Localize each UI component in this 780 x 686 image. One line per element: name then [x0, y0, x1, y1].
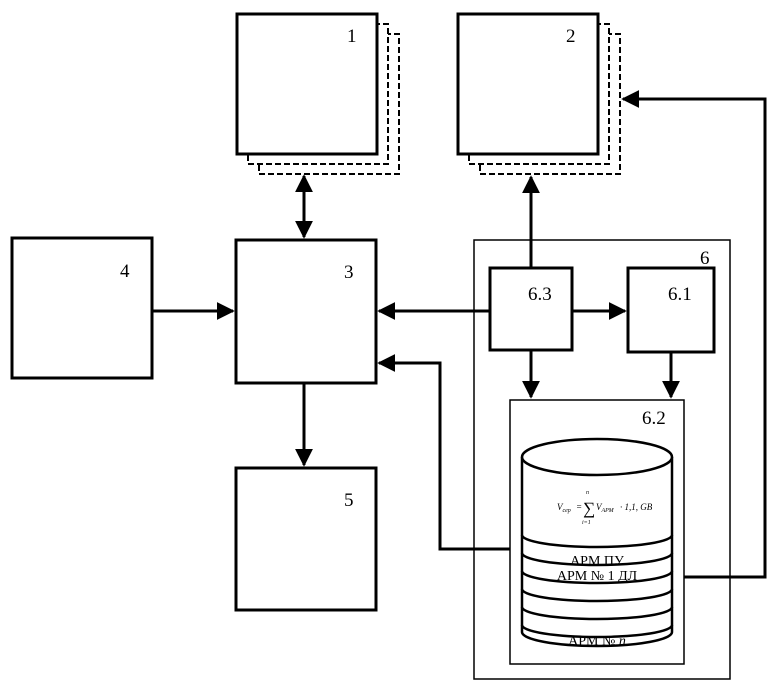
block-6-1-box — [628, 268, 714, 352]
block-1-label: 1 — [347, 26, 357, 47]
block-6-2-label: 6.2 — [642, 408, 666, 429]
block-6-1: 6.1 — [628, 268, 714, 352]
block-3: 3 — [236, 240, 376, 383]
block-1: 1 — [237, 14, 399, 174]
block-6-3-box — [490, 268, 572, 350]
formula-sum-sign: ∑ — [583, 499, 595, 518]
block-5-label: 5 — [344, 490, 354, 511]
arrow-62-3 — [379, 363, 510, 549]
block-4: 4 — [12, 238, 152, 378]
layer-label-last: АРМ № n — [568, 634, 626, 649]
block-2-label: 2 — [566, 26, 576, 47]
block-5-box — [236, 468, 376, 610]
block-2: 2 — [458, 14, 620, 174]
formula-equals: = — [576, 502, 582, 512]
cylinder-top — [522, 439, 672, 475]
block-3-label: 3 — [344, 262, 354, 283]
layer-label-2: АРМ № 1 ДЛ — [557, 569, 638, 584]
layer-label-1: АРМ ПУ — [570, 554, 624, 569]
formula-sum-bottom: i=1 — [582, 520, 591, 526]
formula-sum-top: n — [586, 490, 589, 496]
block-5: 5 — [236, 468, 376, 610]
database-cylinder: Vсер = n ∑ i=1 VАРМ · 1,1, GB АРМ ПУ АРМ… — [522, 439, 672, 649]
block-2-box — [458, 14, 598, 154]
block-4-label: 4 — [120, 261, 130, 282]
cylinder-body — [522, 457, 672, 646]
block-4-box — [12, 238, 152, 378]
block-6-3: 6.3 — [490, 268, 572, 350]
formula-rest: · 1,1, GB — [620, 502, 653, 512]
block-6-label: 6 — [700, 248, 710, 269]
block-6-1-label: 6.1 — [668, 284, 692, 305]
block-6-3-label: 6.3 — [528, 284, 552, 305]
block-3-box — [236, 240, 376, 383]
